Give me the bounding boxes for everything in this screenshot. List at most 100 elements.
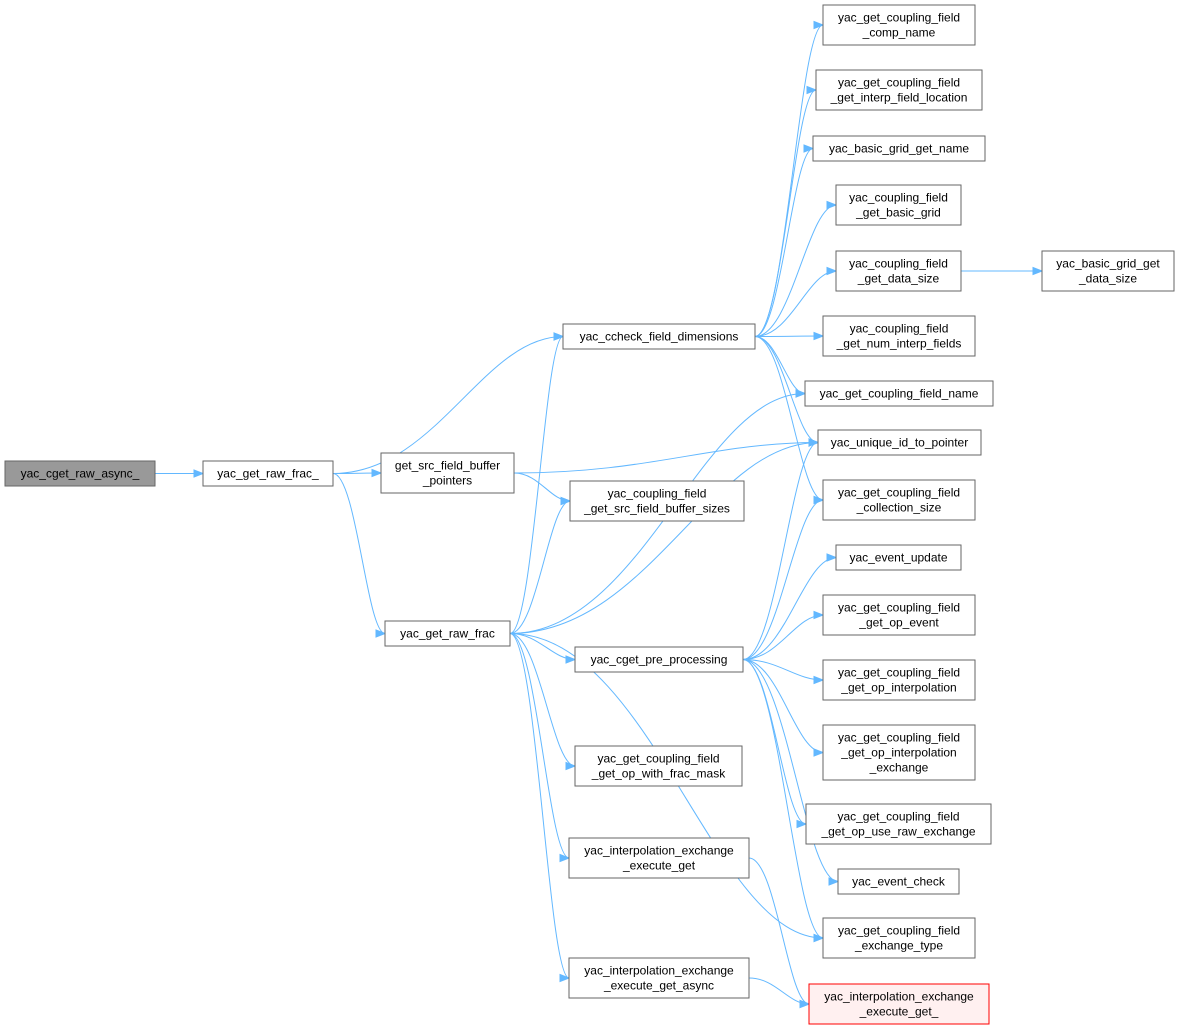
edge-line: [509, 336, 564, 634]
node-yac-get-coupling-field-get-op-interpolation[interactable]: yac_get_coupling_field_get_op_interpolat…: [822, 659, 976, 701]
node-yac-get-raw-frac[interactable]: yac_get_raw_frac_: [202, 460, 334, 487]
edge-n13-n11: [513, 438, 820, 474]
arrowhead: [808, 438, 820, 447]
node-yac-get-coupling-field-get-interp-field-location[interactable]: yac_get_coupling_field_get_interp_field_…: [815, 69, 983, 111]
arrowhead: [828, 877, 840, 886]
edge-line: [509, 633, 576, 767]
node-yac-interpolation-exchange-execute-get[interactable]: yac_interpolation_exchange_execute_get: [568, 837, 750, 879]
edge-n1-n2: [332, 332, 565, 474]
node-box: [837, 868, 960, 895]
node-yac-basic-grid-get-data-size[interactable]: yac_basic_grid_get_data_size: [1041, 250, 1175, 292]
node-yac-unique-id-to-pointer[interactable]: yac_unique_id_to_pointer: [817, 429, 982, 456]
node-yac-coupling-field-get-num-interp-fields[interactable]: yac_coupling_field_get_num_interp_fields: [822, 315, 976, 357]
node-label: _exchange_type: [854, 939, 943, 953]
edge-line: [742, 659, 807, 825]
arrowhead: [559, 853, 571, 863]
arrowhead: [803, 144, 815, 153]
edge-n2-n12: [754, 336, 825, 505]
node-box: [805, 803, 992, 845]
node-label: yac_basic_grid_get_name: [829, 142, 969, 156]
node-box: [835, 184, 962, 226]
node-yac-event-update[interactable]: yac_event_update: [835, 544, 962, 571]
node-label: _execute_get_: [859, 1005, 939, 1019]
node-box: [1041, 250, 1175, 292]
edge-line: [754, 336, 806, 394]
node-yac-coupling-field-get-src-field-buffer-sizes[interactable]: yac_coupling_field_get_src_field_buffer_…: [569, 480, 745, 522]
edge-n15-n2: [509, 332, 565, 634]
node-label: yac_basic_grid_get: [1056, 257, 1160, 271]
arrowhead: [1032, 266, 1044, 276]
edge-n16-n17: [742, 553, 838, 660]
node-box: [835, 250, 962, 292]
edge-line: [513, 472, 571, 502]
edge-line: [509, 633, 570, 979]
edge-n16-n19: [742, 659, 825, 685]
edge-n16-n22: [742, 659, 840, 886]
node-box: [822, 659, 976, 701]
edge-line: [754, 24, 824, 337]
edge-n16-n12: [742, 495, 825, 660]
edge-line: [748, 857, 810, 1005]
node-yac-ccheck-field-dimensions[interactable]: yac_ccheck_field_dimensions: [562, 323, 756, 350]
node-yac-event-check[interactable]: yac_event_check: [837, 868, 960, 895]
arrowhead: [826, 553, 838, 562]
node-yac-get-coupling-field-comp-name[interactable]: yac_get_coupling_field_comp_name: [822, 4, 976, 46]
node-label: _get_num_interp_fields: [836, 337, 962, 351]
edge-n15-n24: [509, 633, 577, 771]
node-box: [569, 480, 745, 522]
node-label: _get_op_use_raw_exchange: [820, 825, 975, 839]
node-yac-basic-grid-get-name[interactable]: yac_basic_grid_get_name: [812, 135, 986, 162]
edge-n2-n3: [754, 20, 825, 337]
node-label: _collection_size: [856, 501, 942, 515]
edge-n15-n25: [509, 633, 571, 863]
node-yac-interpolation-exchange-execute-get[interactable]: yac_interpolation_exchange_execute_get_: [808, 983, 990, 1025]
edge-n1-n15: [332, 473, 387, 638]
edge-line: [509, 442, 819, 634]
node-yac-get-coupling-field-get-op-use-raw-exchange[interactable]: yac_get_coupling_field_get_op_use_raw_ex…: [805, 803, 992, 845]
node-label: yac_get_coupling_field: [838, 666, 960, 680]
node-label: yac_coupling_field: [849, 257, 948, 271]
arrowhead: [813, 675, 825, 685]
node-yac-get-coupling-field-exchange-type[interactable]: yac_get_coupling_field_exchange_type: [822, 917, 976, 959]
node-yac-get-coupling-field-get-op-interpolation-exchange[interactable]: yac_get_coupling_field_get_op_interpolat…: [822, 724, 976, 781]
node-box: [822, 479, 976, 521]
node-yac-interpolation-exchange-execute-get-async[interactable]: yac_interpolation_exchange_execute_get_a…: [568, 957, 750, 999]
node-label: _get_op_with_frac_mask: [591, 767, 726, 781]
edge-line: [509, 633, 576, 660]
edge-line: [754, 335, 824, 337]
node-yac-get-raw-frac[interactable]: yac_get_raw_frac: [384, 620, 511, 647]
node-label: _execute_get: [622, 859, 696, 873]
edge-n16-n20: [742, 659, 825, 757]
node-label: yac_get_coupling_field: [838, 601, 960, 615]
node-label: get_src_field_buffer: [395, 459, 500, 473]
node-yac-get-coupling-field-collection-size[interactable]: yac_get_coupling_field_collection_size: [822, 479, 976, 521]
node-yac-get-coupling-field-get-op-event[interactable]: yac_get_coupling_field_get_op_event: [822, 594, 976, 636]
arrowhead: [565, 655, 577, 664]
arrowhead: [806, 85, 818, 95]
node-yac-get-coupling-field-get-op-with-frac-mask[interactable]: yac_get_coupling_field_get_op_with_frac_…: [574, 745, 743, 787]
node-yac-coupling-field-get-basic-grid[interactable]: yac_coupling_field_get_basic_grid: [835, 184, 962, 226]
node-box: [822, 594, 976, 636]
edge-n7-n8: [960, 266, 1044, 276]
node-yac-coupling-field-get-data-size[interactable]: yac_coupling_field_get_data_size: [835, 250, 962, 292]
node-label: _execute_get_async: [603, 979, 714, 993]
node-yac-get-coupling-field-name[interactable]: yac_get_coupling_field_name: [804, 380, 994, 407]
edge-n2-n7: [754, 266, 838, 337]
edge-line: [754, 89, 817, 337]
node-label: _pointers: [422, 474, 472, 488]
node-label: _data_size: [1078, 272, 1137, 286]
node-yac-cget-pre-processing[interactable]: yac_cget_pre_processing: [574, 646, 744, 673]
node-yac-cget-raw-async[interactable]: yac_cget_raw_async_: [4, 460, 156, 487]
node-box: [808, 983, 990, 1025]
arrowhead: [193, 469, 205, 478]
node-label: yac_coupling_field: [850, 322, 949, 336]
node-label: _comp_name: [862, 26, 936, 40]
node-box: [574, 646, 744, 673]
node-get-src-field-buffer-pointers[interactable]: get_src_field_buffer_pointers: [380, 452, 515, 494]
edge-n15-n14: [509, 496, 572, 634]
edge-line: [742, 442, 819, 660]
node-box: [835, 544, 962, 571]
function-nodes: yac_cget_raw_async_ yac_get_raw_frac_ yac_…: [4, 4, 1175, 1025]
node-box: [380, 452, 515, 494]
edge-line: [754, 148, 814, 337]
